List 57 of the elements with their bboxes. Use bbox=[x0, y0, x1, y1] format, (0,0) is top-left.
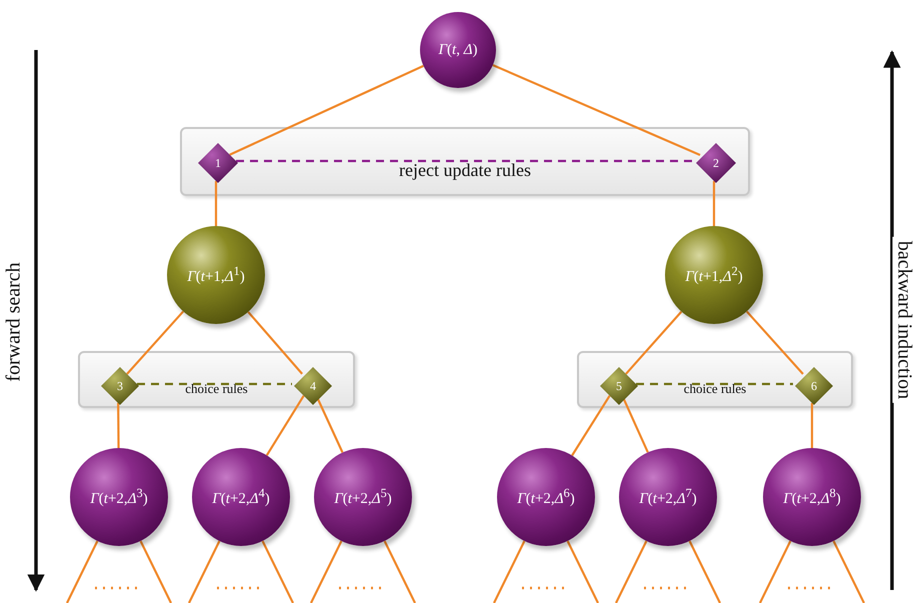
diamond-number: 1 bbox=[215, 156, 221, 170]
connector-line bbox=[622, 396, 649, 453]
diamond-number: 4 bbox=[310, 378, 316, 394]
dashed-connector bbox=[137, 382, 292, 386]
connector-line bbox=[832, 540, 865, 603]
node-label: Γ(t+2,Δ$^{3}$) bbox=[90, 486, 148, 508]
node-label: Γ(t+2,Δ$^{8}$) bbox=[783, 486, 841, 508]
connector-line bbox=[759, 540, 792, 603]
connector-line bbox=[688, 540, 721, 603]
decision-diamond bbox=[696, 143, 736, 183]
decision-diamond bbox=[600, 367, 638, 405]
connector-line bbox=[571, 395, 611, 456]
connector-line bbox=[140, 540, 172, 603]
decision-diamond bbox=[101, 367, 139, 405]
diamond-number: 6 bbox=[811, 378, 817, 394]
connector-line bbox=[126, 310, 184, 375]
node-label: Γ(t+1,Δ$^{2}$) bbox=[685, 264, 743, 286]
connector-line bbox=[746, 310, 804, 375]
connector-line bbox=[214, 181, 218, 226]
connector-line bbox=[229, 64, 424, 156]
connector-line bbox=[117, 402, 120, 448]
panel-label: choice rules bbox=[185, 381, 248, 398]
connector-line bbox=[316, 396, 344, 453]
connector-line bbox=[188, 540, 220, 603]
connector-line bbox=[247, 311, 303, 375]
decision-diamond bbox=[294, 367, 332, 405]
connector-line bbox=[66, 540, 98, 603]
dashed-connector bbox=[236, 160, 694, 162]
rule-panel bbox=[577, 351, 853, 408]
connector-line bbox=[262, 540, 294, 603]
node-label: Γ(t+2,Δ$^{6}$) bbox=[517, 486, 575, 508]
connector-line bbox=[566, 540, 599, 603]
side-label: backward induction bbox=[892, 236, 916, 404]
node-label: Γ(t+2,Δ$^{5}$) bbox=[334, 486, 392, 508]
connector-line bbox=[492, 64, 700, 156]
dashed-connector bbox=[636, 382, 793, 386]
connector-line bbox=[712, 181, 716, 226]
node-label: Γ(t+2,Δ$^{7}$) bbox=[639, 486, 697, 508]
node-label: Γ(t, Δ) bbox=[438, 42, 478, 58]
node-label: Γ(t+1,Δ$^{1}$) bbox=[187, 264, 245, 286]
rule-panel bbox=[78, 351, 355, 408]
diamond-number: 5 bbox=[616, 378, 622, 394]
connector-line bbox=[810, 403, 814, 448]
panel-label: reject update rules bbox=[399, 160, 531, 182]
connector-line bbox=[310, 540, 342, 603]
connector-line bbox=[493, 540, 526, 603]
connector-line bbox=[384, 540, 416, 603]
diamond-number: 2 bbox=[713, 156, 719, 170]
panel-label: choice rules bbox=[684, 381, 746, 398]
rule-panel bbox=[180, 127, 750, 196]
node-label: Γ(t+2,Δ$^{4}$) bbox=[212, 486, 270, 508]
decision-diamond bbox=[795, 367, 833, 405]
decision-diamond bbox=[198, 143, 238, 183]
connector-line bbox=[625, 310, 682, 375]
diamond-number: 3 bbox=[117, 378, 123, 394]
connector-line bbox=[266, 395, 305, 456]
connector-line bbox=[615, 540, 648, 603]
